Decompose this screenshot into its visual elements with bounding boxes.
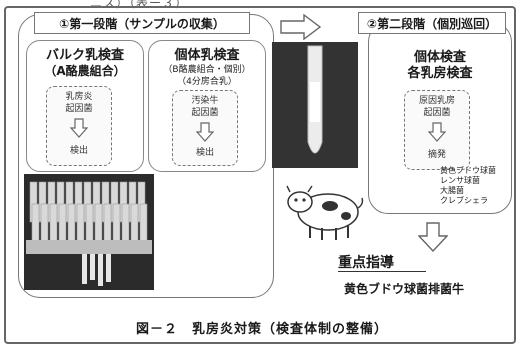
individual-test-note1: （B酪農組合・個別） xyxy=(163,65,251,75)
stage2-flow-result: 摘発 xyxy=(427,150,446,160)
individual-test-note2: （4分房合乳） xyxy=(177,77,237,87)
header-fragment: ニス）（表ー３） xyxy=(90,0,189,10)
stage1-title: ①第一段階（サンプルの収集） xyxy=(34,12,250,34)
figure-caption: 図－２ 乳房炎対策（検査体制の整備） xyxy=(135,322,388,337)
bulk-test-subheading: （A酪農組合） xyxy=(44,64,126,78)
stage2-title: ②第二段階（個別巡回） xyxy=(358,12,506,34)
down-arrow-icon xyxy=(418,222,448,252)
individual-flow-line1: 汚染牛 xyxy=(191,96,219,106)
tube-image xyxy=(272,42,358,168)
bulk-test-panel xyxy=(26,40,144,172)
cow-illustration xyxy=(286,185,364,240)
guidance-target: 黄色ブドウ球菌排菌牛 xyxy=(344,282,465,296)
guidance-title: 重点指導 xyxy=(338,255,394,271)
down-arrow-icon xyxy=(70,118,88,138)
tube-photo xyxy=(272,42,358,168)
bacteria-item: レンサ球菌 xyxy=(440,176,480,185)
down-arrow-icon xyxy=(196,122,214,142)
stage2-flow-line1: 原因乳房 xyxy=(418,96,455,106)
bacteria-item: 黄色ブドウ球菌 xyxy=(440,166,496,175)
stage2-heading-line1: 個体検査 xyxy=(413,50,466,65)
bacteria-list: 黄色ブドウ球菌 レンサ球菌 大腸菌 クレブシェラ xyxy=(440,166,496,206)
guidance-underline xyxy=(338,271,426,272)
stage2-flow-line2: 起因菌 xyxy=(423,108,451,118)
bulk-test-heading: バルク乳検査 xyxy=(45,48,124,63)
right-arrow-icon xyxy=(280,14,322,40)
individual-test-heading: 個体乳検査 xyxy=(174,48,240,63)
individual-flow-line2: 起因菌 xyxy=(191,108,219,118)
sample-tubes-image xyxy=(24,174,154,290)
individual-flow-result: 検出 xyxy=(195,148,214,158)
bacteria-item: クレブシェラ xyxy=(440,196,488,205)
bulk-flow-line2: 起因菌 xyxy=(65,104,93,114)
down-arrow-icon xyxy=(428,122,446,142)
individual-test-panel xyxy=(148,40,266,172)
bulk-flow-result: 検出 xyxy=(69,146,88,156)
stage2-heading-line2: 各乳房検査 xyxy=(407,66,473,81)
figure-frame xyxy=(4,6,516,344)
bacteria-item: 大腸菌 xyxy=(440,186,464,195)
bulk-flow-line1: 乳房炎 xyxy=(65,92,93,102)
sample-tubes-photo xyxy=(24,174,154,290)
